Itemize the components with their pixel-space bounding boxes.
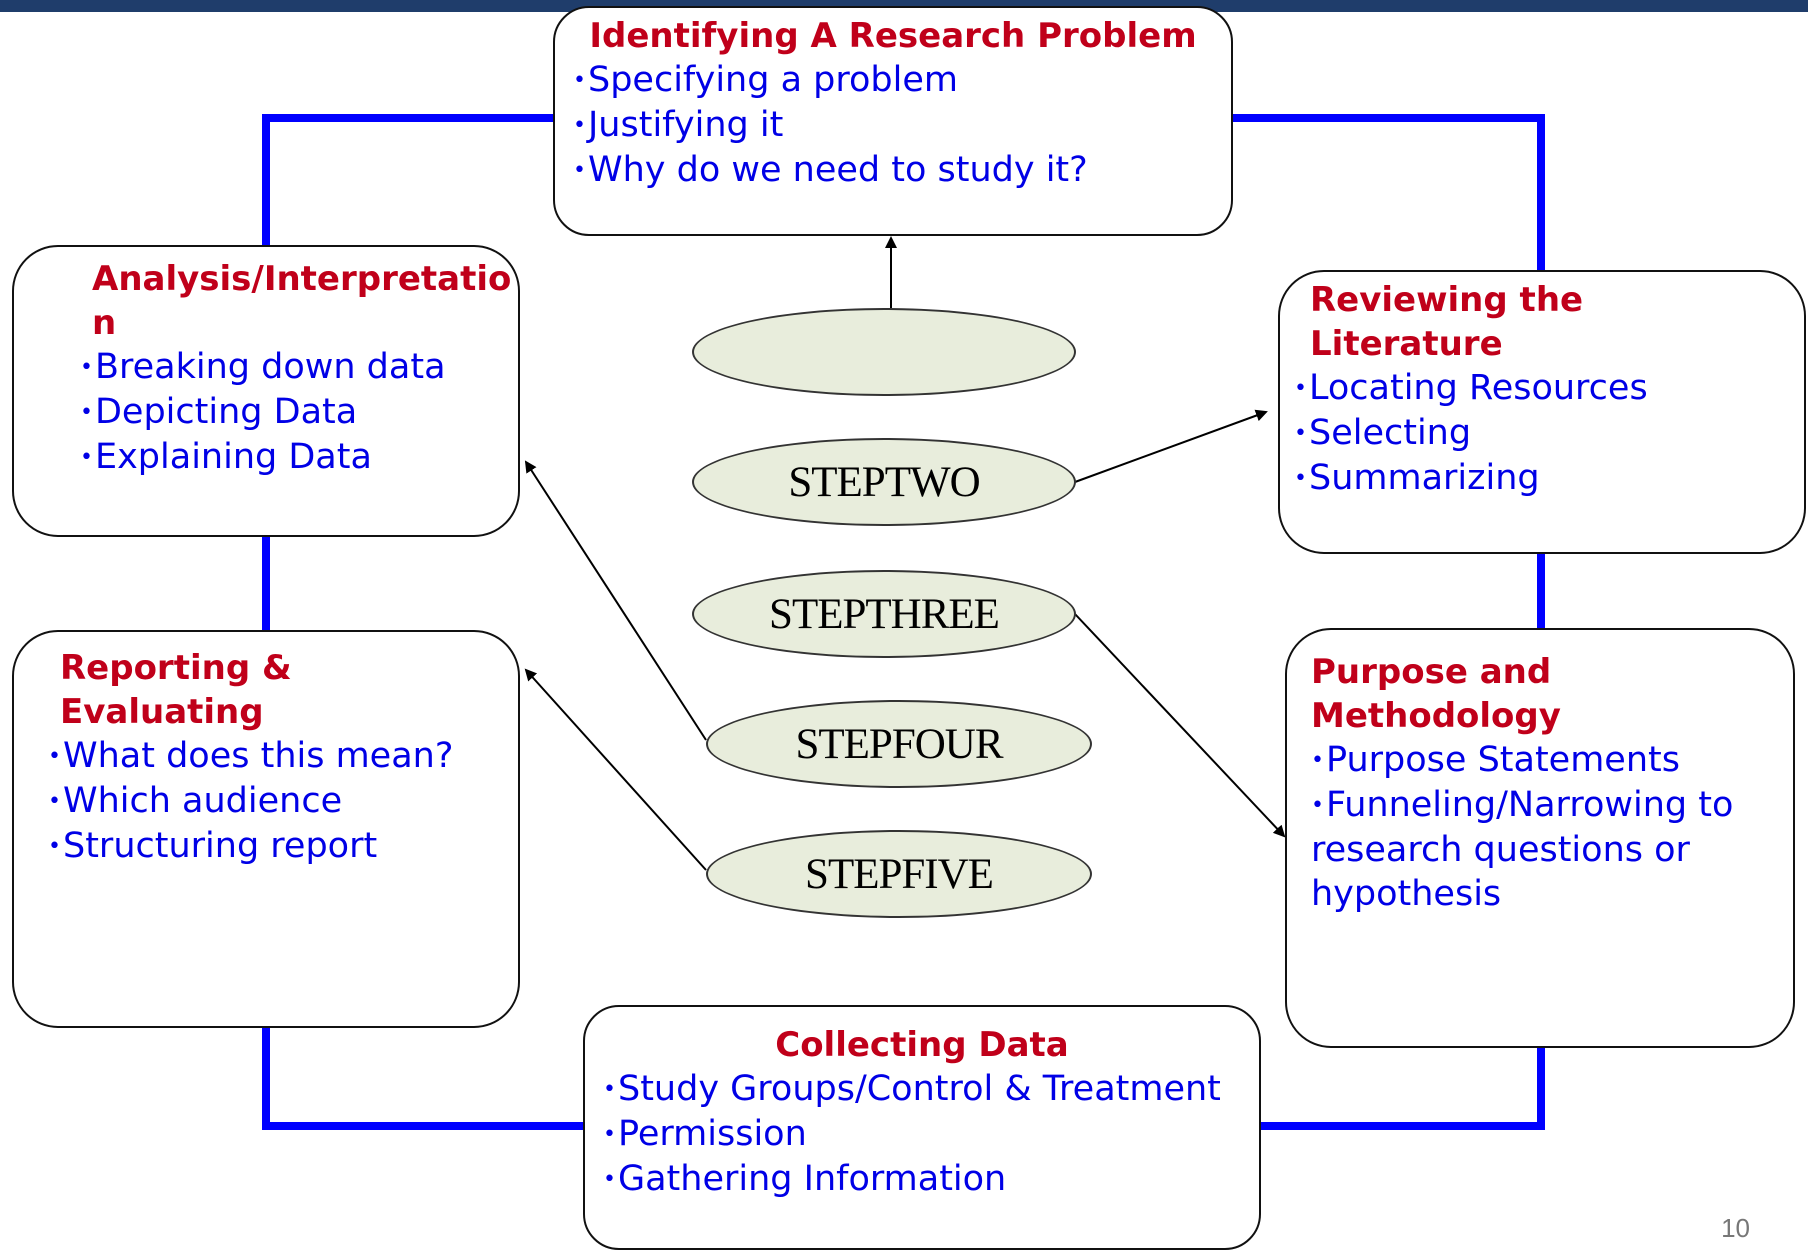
- heading-collecting-data: Collecting Data: [775, 1025, 1069, 1065]
- heading-analysis-line1: Analysis/Interpretatio: [92, 259, 512, 299]
- box-reporting-evaluating: Reporting & Evaluating •What does this m…: [12, 630, 520, 1028]
- page-number: 10: [1721, 1213, 1750, 1243]
- box-identifying-problem: Identifying A Research Problem •Specifyi…: [553, 6, 1233, 236]
- heading-analysis-line2: n: [92, 303, 117, 343]
- heading-reviewing-literature: Reviewing the Literature: [1310, 280, 1584, 364]
- bullet-dot-icon: •: [573, 68, 586, 93]
- list-item: •Specifying a problem: [573, 60, 958, 100]
- bullet-dot-icon: •: [48, 834, 61, 859]
- bullet-dot-icon: •: [1311, 748, 1324, 773]
- list-item: •Explaining Data: [80, 437, 372, 477]
- bullet-dot-icon: •: [1294, 376, 1307, 401]
- list-item: •Breaking down data: [80, 347, 446, 387]
- bullet-dot-icon: •: [48, 789, 61, 814]
- heading-reporting-evaluating: Reporting & Evaluating: [60, 648, 292, 732]
- heading-identifying-problem: Identifying A Research Problem: [589, 16, 1197, 56]
- arrow-step-two: [1074, 409, 1268, 483]
- box-purpose-methodology: Purpose and Methodology •Purpose Stateme…: [1285, 628, 1795, 1048]
- bullet-dot-icon: •: [80, 355, 93, 380]
- connector-collecting-reporting: [262, 1028, 583, 1130]
- list-item: •Gathering Information: [603, 1159, 1007, 1199]
- bullet-dot-icon: •: [603, 1077, 616, 1102]
- heading-purpose-line2: Methodology: [1311, 696, 1561, 736]
- list-item: •Depicting Data: [80, 392, 358, 432]
- arrow-step-five: [524, 668, 707, 871]
- list-item: •Why do we need to study it?: [573, 150, 1088, 190]
- list-item: •Permission: [603, 1114, 807, 1154]
- list-item: •What does this mean?: [48, 736, 454, 776]
- box-collecting-data: Collecting Data •Study Groups/Control & …: [583, 1005, 1261, 1250]
- step-one-oval: [692, 308, 1076, 396]
- step-three-oval: STEPTHREE: [692, 570, 1076, 658]
- bullet-dot-icon: •: [603, 1167, 616, 1192]
- heading-purpose-line1: Purpose and: [1311, 652, 1552, 692]
- bullet-dot-icon: •: [48, 744, 61, 769]
- bullet-dot-icon: •: [80, 400, 93, 425]
- bullet-dot-icon: •: [80, 445, 93, 470]
- step-two-oval: STEPTWO: [692, 438, 1076, 526]
- connector-top-right: [1233, 114, 1545, 270]
- list-item: •Purpose Statements: [1311, 740, 1680, 780]
- list-item: •Structuring report: [48, 826, 378, 866]
- box-analysis-interpretation: Analysis/Interpretatio n •Breaking down …: [12, 245, 520, 537]
- connector-top-left: [262, 114, 553, 245]
- step-four-oval: STEPFOUR: [706, 700, 1092, 788]
- bullet-dot-icon: •: [573, 158, 586, 183]
- list-item: •Study Groups/Control & Treatment: [603, 1069, 1221, 1109]
- bullet-dot-icon: •: [1294, 421, 1307, 446]
- bullet-dot-icon: •: [603, 1122, 616, 1147]
- bullet-dot-icon: •: [1294, 466, 1307, 491]
- list-item: •Funneling/Narrowing to research questio…: [1311, 785, 1734, 914]
- list-item: •Locating Resources: [1294, 368, 1648, 408]
- arrow-step-four: [524, 460, 707, 741]
- bullet-dot-icon: •: [573, 113, 586, 138]
- list-item: •Summarizing: [1294, 458, 1540, 498]
- bullet-dot-icon: •: [1311, 793, 1324, 818]
- box-reviewing-literature: Reviewing the Literature •Locating Resou…: [1278, 270, 1806, 554]
- arrow-step-three: [1074, 613, 1286, 838]
- list-item: •Selecting: [1294, 413, 1472, 453]
- list-item: •Which audience: [48, 781, 343, 821]
- list-item: •Justifying it: [573, 105, 784, 145]
- connector-purpose-collecting: [1261, 1048, 1545, 1130]
- step-five-oval: STEPFIVE: [706, 830, 1092, 918]
